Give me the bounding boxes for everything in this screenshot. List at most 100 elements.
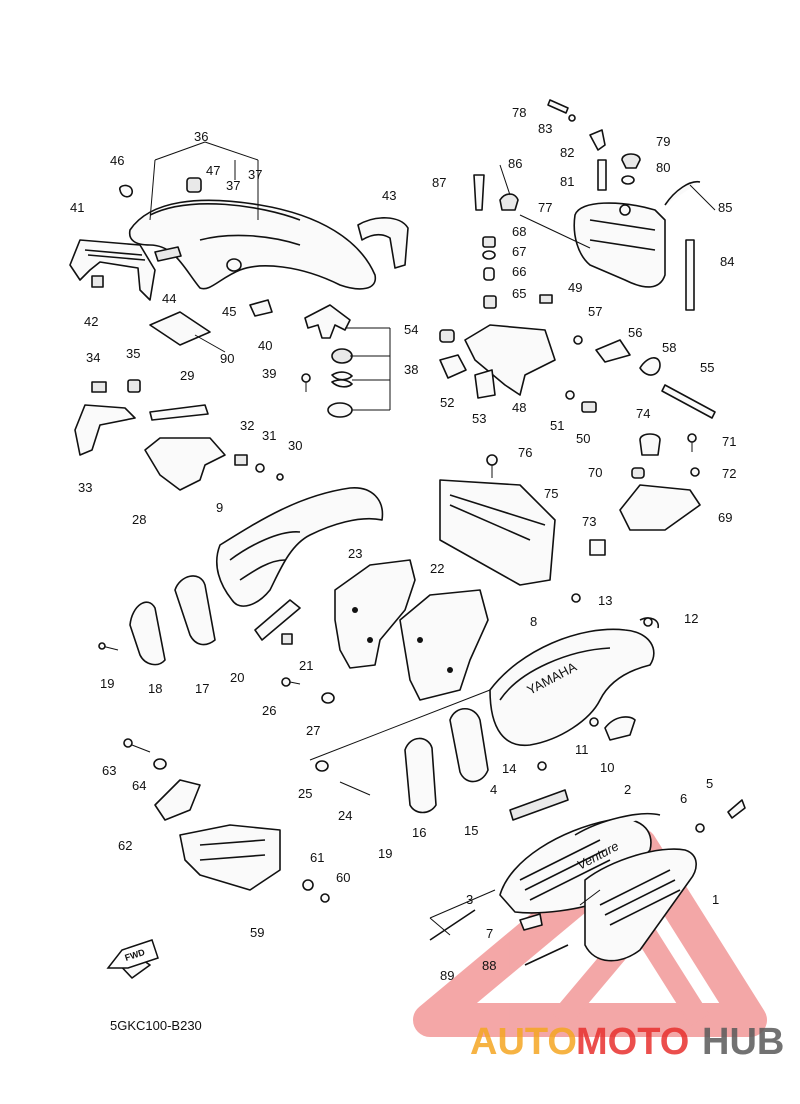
label-11: 11 [575, 742, 589, 757]
label-65: 65 [512, 286, 526, 301]
label-70: 70 [588, 465, 602, 480]
label-40: 40 [258, 338, 272, 353]
label-23: 23 [348, 546, 362, 561]
label-9: 9 [216, 500, 223, 515]
watermark-text: AUTO MOTO HUB [470, 1021, 784, 1063]
leader-lines [149, 141, 716, 936]
label-49: 49 [568, 280, 582, 295]
label-61: 61 [310, 850, 324, 865]
label-17: 17 [195, 681, 209, 696]
label-73: 73 [582, 514, 596, 529]
label-4: 4 [490, 782, 497, 797]
label-54: 54 [404, 322, 418, 337]
label-51: 51 [550, 418, 564, 433]
label-41: 41 [70, 200, 84, 215]
label-7: 7 [486, 926, 493, 941]
label-44: 44 [162, 291, 176, 306]
label-8: 8 [530, 614, 537, 629]
label-3: 3 [466, 892, 473, 907]
battery-box-assembly [439, 433, 701, 586]
drawing-code: 5GKC100-B230 [110, 1018, 202, 1033]
label-79: 79 [656, 134, 670, 149]
label-31: 31 [262, 428, 276, 443]
mount-bracket-assembly [439, 236, 716, 419]
watermark-auto: AUTO [470, 1021, 577, 1063]
label-34: 34 [86, 350, 100, 365]
label-13: 13 [598, 593, 612, 608]
watermark-moto: MOTO [576, 1021, 689, 1063]
label-37b: 37 [248, 167, 262, 182]
label-35: 35 [126, 346, 140, 361]
fwd-direction-arrow: FWD [106, 939, 159, 969]
label-24: 24 [338, 808, 352, 823]
label-33: 33 [78, 480, 92, 495]
label-12: 12 [684, 611, 698, 626]
label-6: 6 [680, 791, 687, 806]
label-57: 57 [588, 304, 602, 319]
label-45: 45 [222, 304, 236, 319]
label-66: 66 [512, 264, 526, 279]
label-38: 38 [404, 362, 418, 377]
label-88: 88 [482, 958, 496, 973]
label-72: 72 [722, 466, 736, 481]
lower-bracket-assembly [114, 738, 330, 979]
label-10: 10 [600, 760, 614, 775]
label-62: 62 [118, 838, 132, 853]
label-77: 77 [538, 200, 552, 215]
label-55: 55 [700, 360, 714, 375]
label-29: 29 [180, 368, 194, 383]
label-32: 32 [240, 418, 254, 433]
label-39: 39 [262, 366, 276, 381]
label-82: 82 [560, 145, 574, 160]
label-52: 52 [440, 395, 454, 410]
label-84: 84 [720, 254, 734, 269]
label-53: 53 [472, 411, 486, 426]
watermark-hub: HUB [702, 1021, 784, 1063]
label-59: 59 [250, 925, 264, 940]
left-bracket-parts [74, 379, 284, 491]
label-20: 20 [230, 670, 244, 685]
label-68: 68 [512, 224, 526, 239]
label-27: 27 [306, 723, 320, 738]
label-5: 5 [706, 776, 713, 791]
label-46: 46 [110, 153, 124, 168]
label-56: 56 [628, 325, 642, 340]
top-cover-assembly [69, 177, 409, 418]
center-brackets [315, 559, 489, 796]
label-89: 89 [440, 968, 454, 983]
label-74: 74 [636, 406, 650, 421]
label-60: 60 [336, 870, 350, 885]
reservoir-assembly [473, 99, 701, 311]
label-21: 21 [299, 658, 313, 673]
label-16: 16 [412, 825, 426, 840]
label-69: 69 [718, 510, 732, 525]
label-71: 71 [722, 434, 736, 449]
label-22: 22 [430, 561, 444, 576]
label-80: 80 [656, 160, 670, 175]
label-2: 2 [624, 782, 631, 797]
label-19b: 19 [378, 846, 392, 861]
label-63: 63 [102, 763, 116, 778]
label-85: 85 [718, 200, 732, 215]
part-labels: 1 2 3 4 5 6 7 8 9 10 11 12 13 14 15 16 1… [70, 105, 736, 983]
label-36: 36 [194, 129, 208, 144]
label-19a: 19 [100, 676, 114, 691]
label-83: 83 [538, 121, 552, 136]
label-87: 87 [432, 175, 446, 190]
label-76: 76 [518, 445, 532, 460]
label-47: 47 [206, 163, 220, 178]
label-86: 86 [508, 156, 522, 171]
side-cover-assembly: YAMAHA Venture [404, 593, 746, 966]
label-67: 67 [512, 244, 526, 259]
label-64: 64 [132, 778, 146, 793]
label-58: 58 [662, 340, 676, 355]
label-37a: 37 [226, 178, 240, 193]
label-48: 48 [512, 400, 526, 415]
label-43: 43 [382, 188, 396, 203]
label-50: 50 [576, 431, 590, 446]
label-18: 18 [148, 681, 162, 696]
label-30: 30 [288, 438, 302, 453]
label-28: 28 [132, 512, 146, 527]
left-inner-fairing [98, 487, 384, 704]
